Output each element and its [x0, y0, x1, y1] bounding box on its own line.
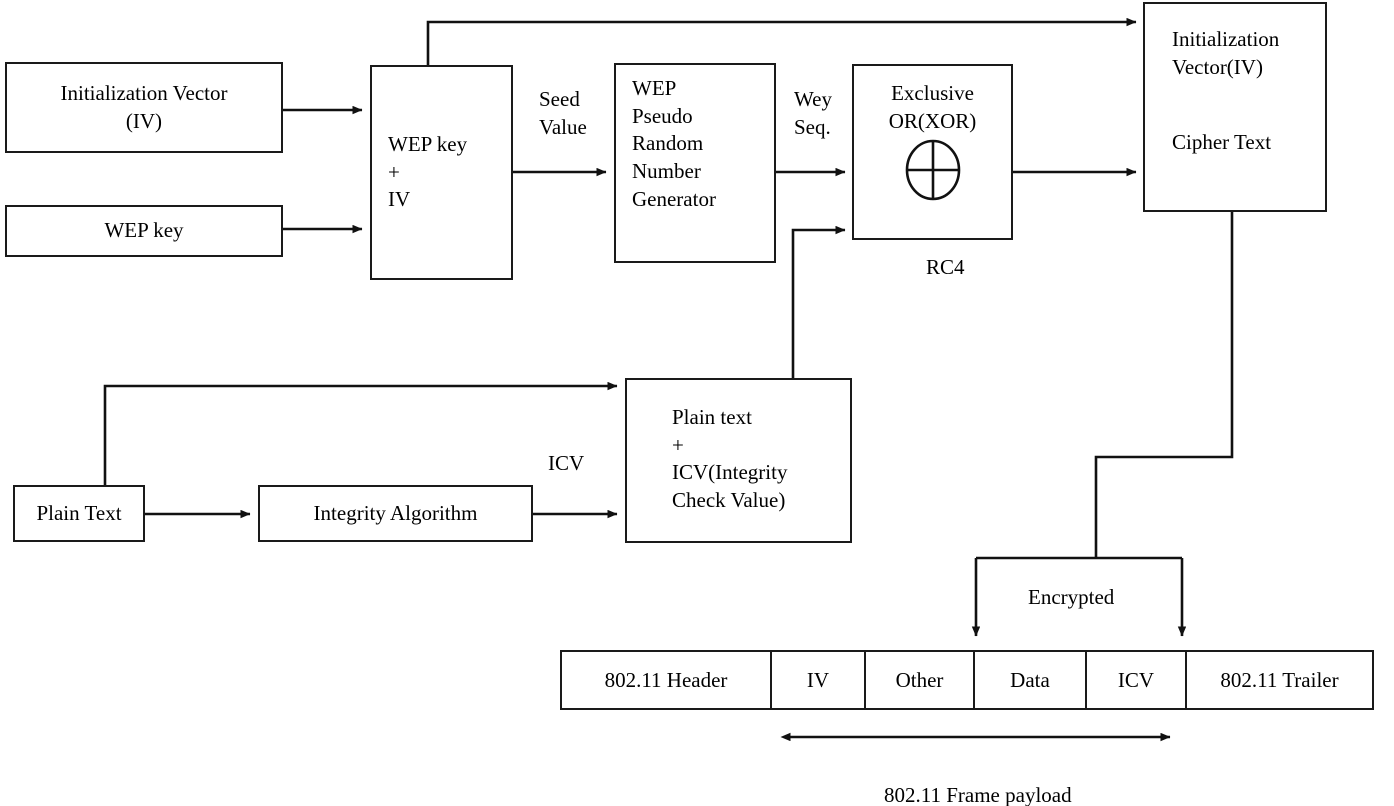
- box-plain-text-plus-icv[interactable]: Plain text + ICV(Integrity Check Value): [625, 378, 852, 543]
- box-iv-cipher-text-bottom-label: Cipher Text: [1172, 130, 1272, 155]
- label-rc4: RC4: [926, 255, 965, 279]
- box-iv-cipher-text-top-label: Initialization Vector(IV): [1172, 27, 1280, 79]
- edge-plaintexticv-to-xor: [791, 225, 846, 378]
- frame-cell-trailer[interactable]: 802.11 Trailer: [1220, 667, 1339, 692]
- edge-plaintext-feedback: [103, 381, 618, 485]
- box-plain-text-plus-icv-label: Plain text + ICV(Integrity Check Value): [672, 405, 788, 513]
- box-plain-text-input-label: Plain Text: [36, 500, 122, 525]
- frame-cell-data[interactable]: Data: [975, 652, 1087, 708]
- label-icv: ICV: [548, 451, 585, 475]
- label-encrypted: Encrypted: [1028, 585, 1115, 609]
- label-key-sequence: Wey Seq.: [794, 87, 832, 139]
- box-initialization-vector-input-label: Initialization Vector (IV): [60, 80, 228, 133]
- box-exclusive-or-label: Exclusive OR(XOR): [888, 81, 977, 133]
- box-wep-prng-label: WEP Pseudo Random Number Generator: [632, 76, 716, 211]
- frame-cell-header[interactable]: 802.11 Header: [562, 652, 772, 708]
- label-seed-value: Seed Value: [539, 87, 587, 139]
- frame-cell-other[interactable]: Other: [866, 652, 975, 708]
- frame-cell-icv[interactable]: ICV: [1087, 652, 1187, 708]
- box-wep-key-plus-iv-label: WEP key + IV: [388, 131, 468, 212]
- box-plain-text-input[interactable]: Plain Text: [13, 485, 145, 542]
- frame-cell-iv[interactable]: IV: [772, 652, 866, 708]
- box-wep-key-plus-iv[interactable]: WEP key + IV: [370, 65, 513, 280]
- label-frame-payload: 802.11 Frame payload: [884, 783, 1072, 806]
- box-wep-key-input-label: WEP key: [104, 218, 184, 243]
- box-integrity-algorithm[interactable]: Integrity Algorithm: [258, 485, 533, 542]
- frame-table: 802.11 Header IV Other Data ICV 802.11 T…: [560, 650, 1374, 710]
- edge-ciphertext-down: [1094, 212, 1234, 558]
- box-wep-prng[interactable]: WEP Pseudo Random Number Generator: [614, 63, 776, 263]
- box-wep-key-input[interactable]: WEP key: [5, 205, 283, 257]
- edge-iv-feedback-top: [426, 17, 1137, 65]
- box-integrity-algorithm-label: Integrity Algorithm: [313, 500, 478, 525]
- box-iv-cipher-text[interactable]: Initialization Vector(IV) Cipher Text: [1143, 2, 1327, 212]
- box-exclusive-or[interactable]: Exclusive OR(XOR): [852, 64, 1013, 240]
- box-initialization-vector-input[interactable]: Initialization Vector (IV): [5, 62, 283, 153]
- circled-plus-icon: [905, 140, 960, 201]
